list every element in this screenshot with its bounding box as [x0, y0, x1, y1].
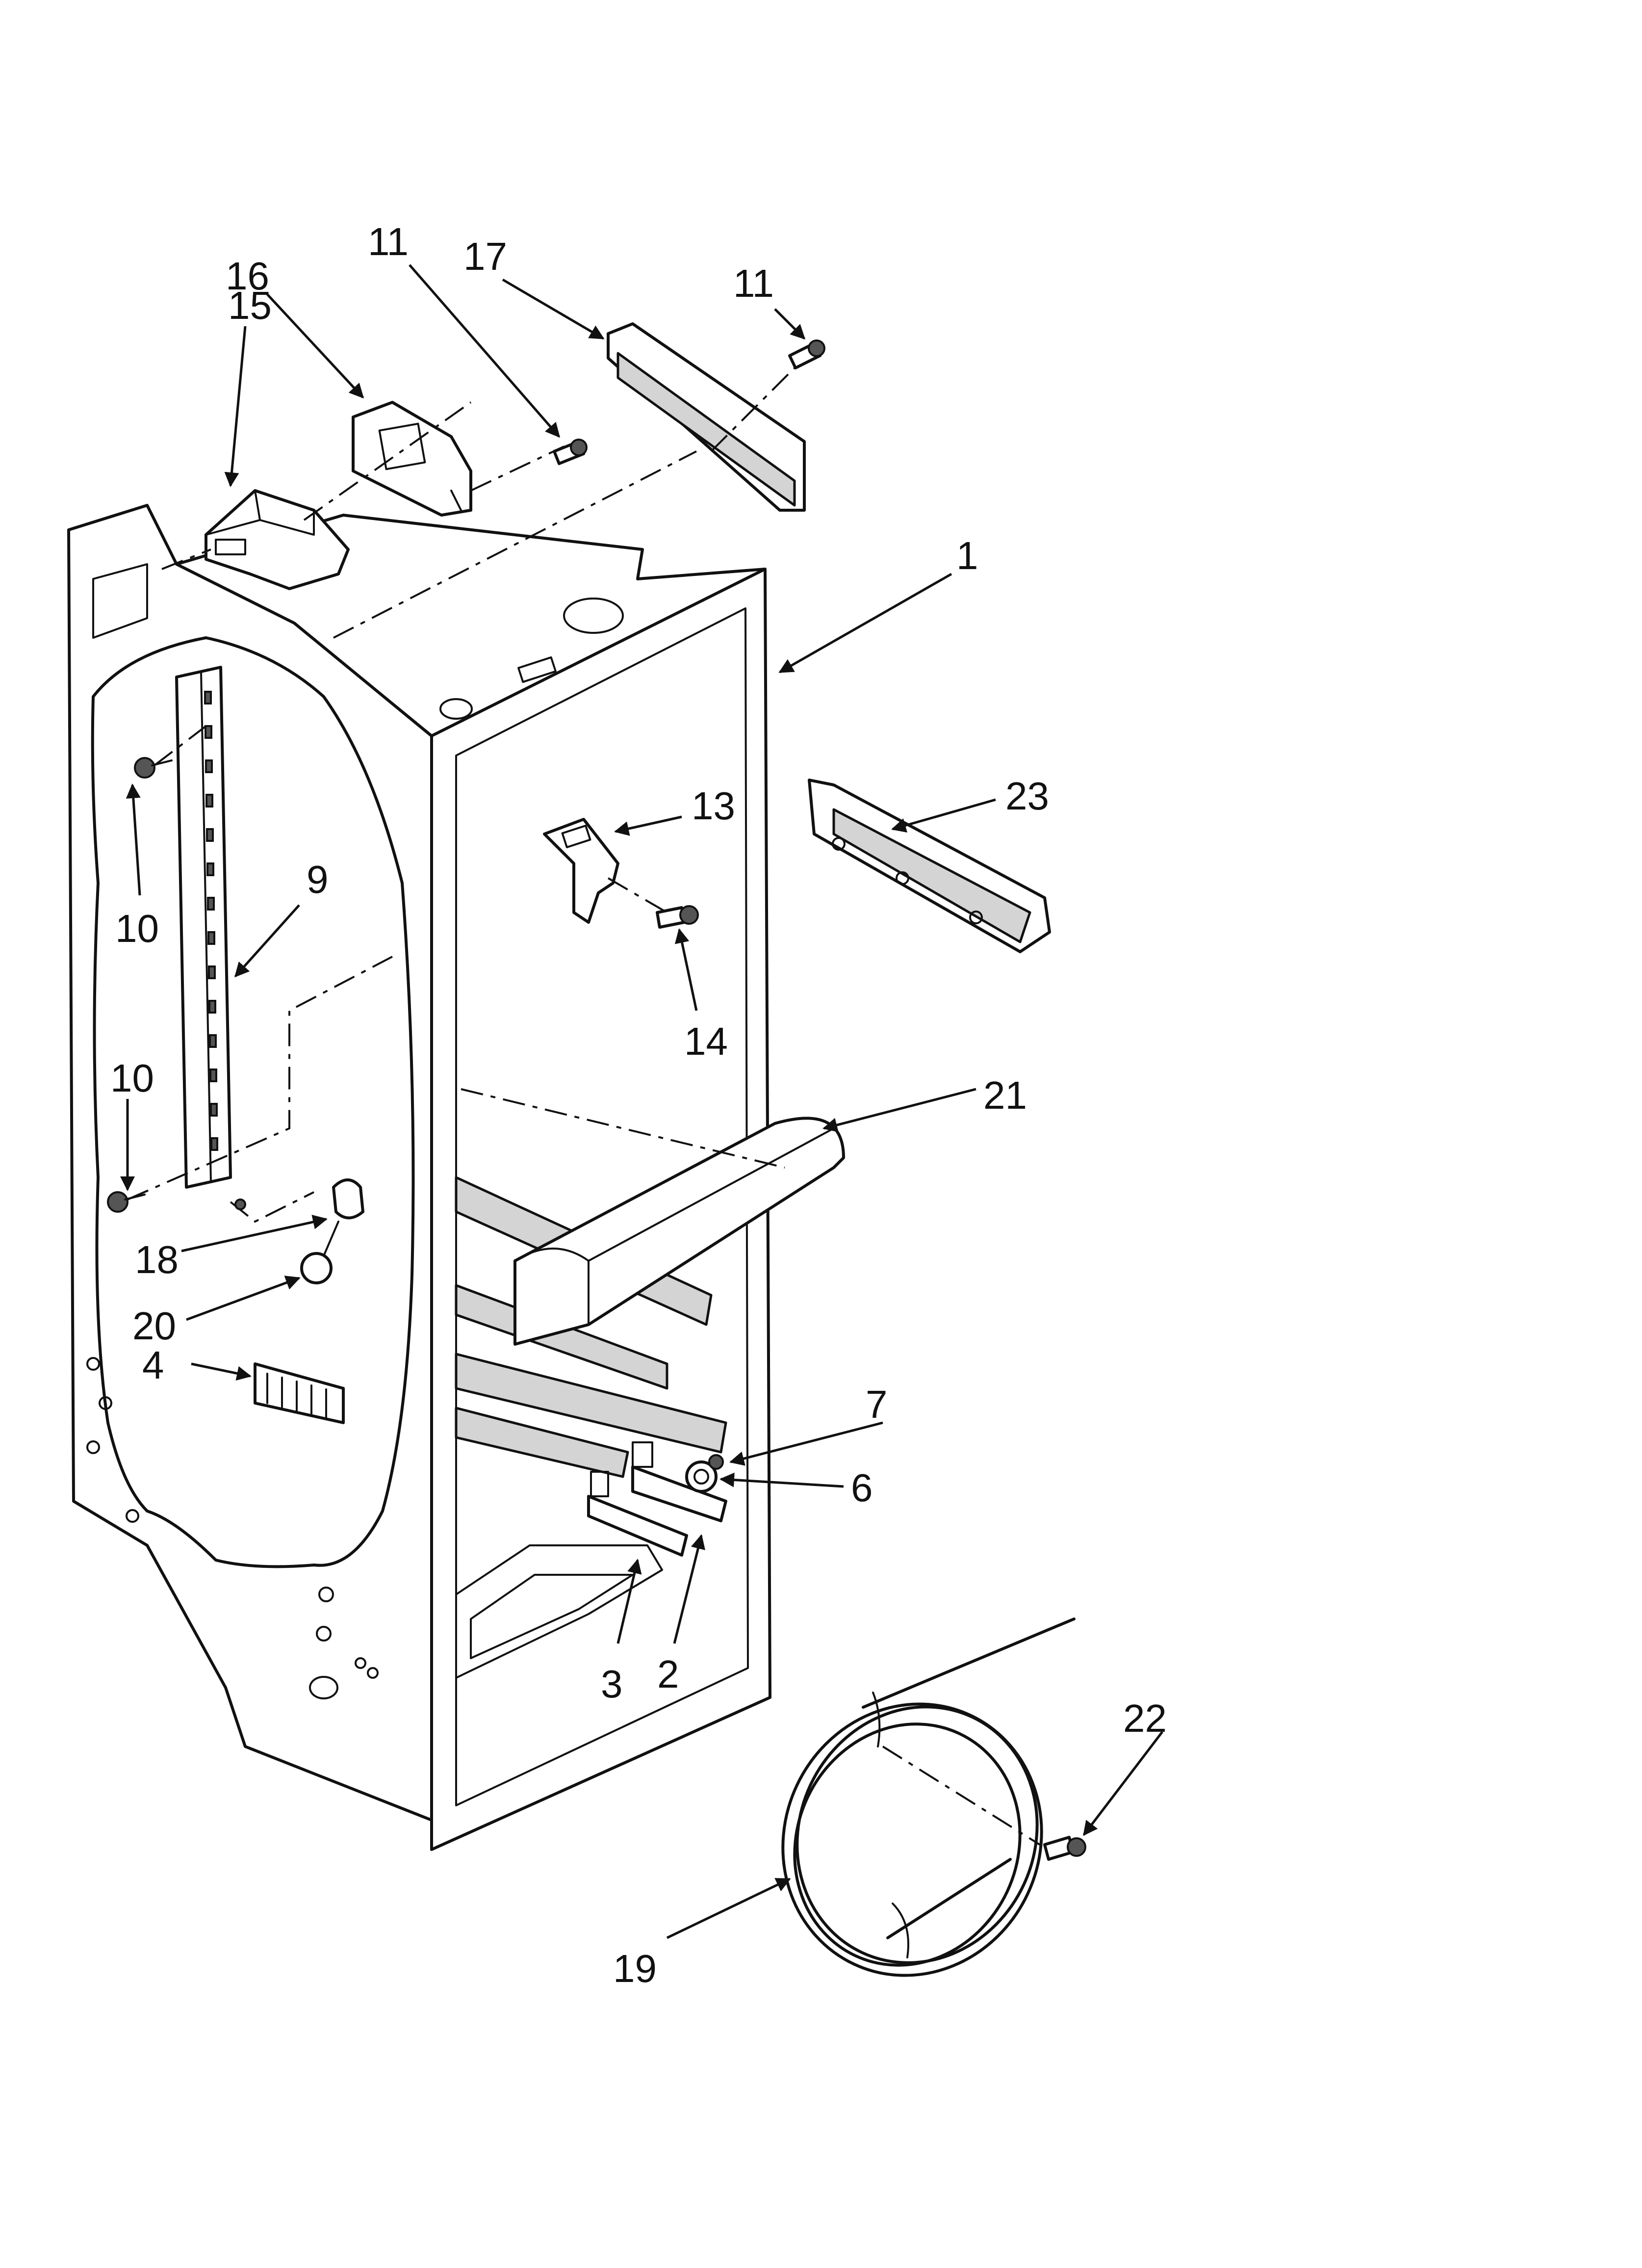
callout-15: 15 [228, 284, 272, 327]
top-slot [517, 656, 557, 683]
cabinet-liner [67, 504, 771, 1851]
shelf-rail-lower [455, 1353, 727, 1454]
screw-14 [656, 905, 699, 929]
screw-11-right [788, 339, 825, 369]
callout-17: 17 [463, 235, 507, 278]
callout-21: 21 [983, 1073, 1027, 1117]
assembly-line-17-11 [710, 367, 795, 452]
side-hole-7 [355, 1657, 366, 1669]
assembly-line-screw-10-upper [154, 725, 207, 766]
top-hole-large [563, 598, 624, 634]
side-vent-opening [92, 563, 148, 639]
liner-floor-inner [470, 1574, 634, 1659]
shelf-ladder-edge [200, 671, 212, 1183]
trim-strip-3 [587, 1471, 688, 1557]
screw-11-middle [553, 439, 588, 465]
callout-7: 7 [866, 1382, 888, 1426]
callout-23: 23 [1005, 774, 1049, 818]
shelf-ladder-9 [175, 666, 232, 1189]
cabinet-front-frame-inner [455, 607, 749, 1806]
callout-20: 20 [132, 1304, 176, 1348]
assembly-line-21 [461, 1088, 785, 1169]
top-hole-small [439, 698, 473, 720]
control-bracket-16 [352, 401, 472, 517]
side-hole-1 [86, 1357, 100, 1371]
shelf-ladder-slots [204, 691, 218, 1151]
callout-1: 1 [956, 534, 978, 577]
assembly-line-15-16 [303, 401, 472, 521]
callout-13: 13 [692, 784, 735, 828]
callout-16: 16 [226, 254, 269, 298]
side-hole-6 [316, 1626, 332, 1642]
cabinet-side-torn-opening [91, 636, 415, 1568]
callout-11a: 11 [368, 220, 409, 263]
side-hole-8 [367, 1667, 379, 1679]
assembly-line-16-11 [470, 445, 564, 492]
callout-10a: 10 [115, 907, 159, 950]
callout-4: 4 [142, 1343, 164, 1387]
bracket-13 [543, 818, 619, 924]
liner-floor [455, 1544, 663, 1679]
callout-19: 19 [613, 1947, 657, 1990]
side-hole-4 [126, 1509, 139, 1523]
side-hole-3 [86, 1440, 100, 1454]
assembly-line-top [333, 450, 697, 639]
leader-lines [120, 264, 1163, 1939]
assembly-line-13-14 [607, 877, 668, 913]
callout-10b: 10 [110, 1056, 154, 1100]
callout-2: 2 [657, 1652, 679, 1696]
callout-22: 22 [1123, 1696, 1167, 1740]
side-hole-9 [309, 1676, 338, 1699]
knob-shaft-7 [708, 1454, 724, 1470]
shelf-rail-bottom [455, 1407, 629, 1478]
light-bulb-20 [300, 1221, 339, 1284]
top-rail-17 [607, 322, 806, 512]
assembly-line-screw-10-lower [127, 956, 393, 1200]
control-bracket-body [352, 401, 472, 517]
callout-18: 18 [135, 1238, 179, 1281]
callout-9: 9 [307, 858, 329, 901]
callout-labels: 1 2 3 4 6 7 9 10 10 11 11 13 14 15 16 17… [110, 220, 1167, 1990]
screw-22 [1043, 1836, 1086, 1861]
shelf-rail-middle [455, 1284, 668, 1390]
callout-3: 3 [601, 1662, 623, 1706]
side-hole-2 [99, 1396, 112, 1410]
callout-14: 14 [684, 1019, 728, 1063]
cover-support-23 [808, 779, 1051, 953]
side-hole-5 [318, 1587, 334, 1602]
assembly-line-19-22 [882, 1746, 1041, 1846]
shelf-ladder-body [175, 666, 232, 1189]
callout-6: 6 [851, 1466, 873, 1510]
vent-grille-4 [254, 1362, 345, 1424]
cabinet-front-frame [430, 568, 771, 1851]
assembly-line-15-side [161, 548, 211, 570]
water-line-coil-19 [781, 1617, 1076, 1977]
callout-11b: 11 [733, 261, 774, 305]
control-knob-6 [685, 1460, 718, 1493]
light-socket-18 [230, 1178, 364, 1223]
